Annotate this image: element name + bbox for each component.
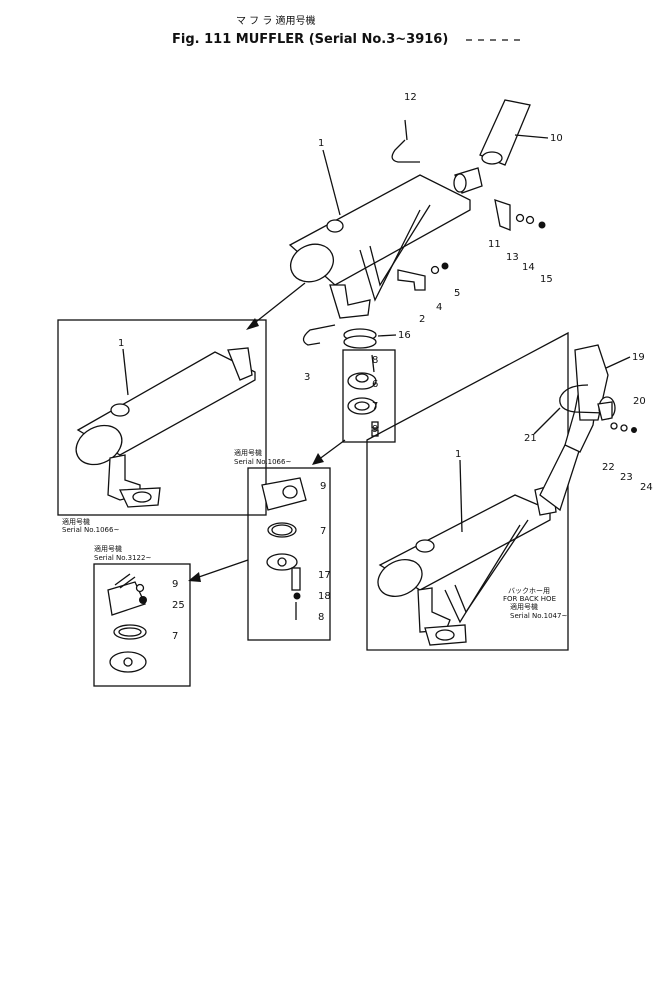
- bracket-20: [597, 401, 613, 421]
- u-bolt-3: [302, 324, 336, 346]
- inset-box-left: [57, 319, 267, 516]
- muffler-left-inset: [75, 347, 256, 508]
- washer-13: [515, 213, 525, 223]
- callout-4: 4: [436, 302, 442, 313]
- callout-1-right: 1: [455, 449, 461, 460]
- flange-assembly-small: [107, 573, 147, 673]
- arrow-to-mid-inset: [317, 439, 346, 461]
- u-bolt-21: [559, 384, 606, 414]
- callout-8-b: 8: [318, 612, 324, 623]
- clamp-16: [343, 328, 377, 349]
- bracket-11: [494, 199, 511, 231]
- callout-8-a: 8: [372, 355, 378, 366]
- callout-9-a: 9: [372, 424, 378, 435]
- tail-pipe-10: [479, 99, 531, 166]
- washer-22: [610, 422, 618, 430]
- callout-2: 2: [419, 314, 425, 325]
- inset-small-serial: Serial No.3122~: [94, 554, 151, 562]
- nut-5: [441, 262, 449, 270]
- figure-title: Fig. 111 MUFFLER (Serial No.3~3916): [172, 32, 448, 47]
- washer-4: [430, 265, 440, 275]
- callout-11: 11: [488, 239, 501, 250]
- callout-21: 21: [524, 433, 537, 444]
- callout-24: 24: [640, 482, 653, 493]
- callout-3: 3: [304, 372, 310, 383]
- inset-box-right: [366, 331, 569, 651]
- inset-right-serial: Serial No.1047~: [510, 612, 567, 620]
- callout-5: 5: [454, 288, 460, 299]
- inset-right-en: FOR BACK HOE: [503, 595, 556, 603]
- callout-16: 16: [398, 330, 411, 341]
- main-muffler: [288, 167, 483, 319]
- callout-12: 12: [404, 92, 417, 103]
- callout-7-a: 7: [372, 401, 378, 412]
- arrow-to-small-inset: [195, 559, 249, 579]
- u-bolt-12: [391, 119, 420, 163]
- bracket-2: [397, 269, 426, 291]
- flange-assembly-top: [347, 354, 379, 437]
- callout-18: 18: [318, 591, 331, 602]
- nut-15: [538, 221, 546, 229]
- callout-15: 15: [540, 274, 553, 285]
- arrow-to-left-inset: [251, 282, 306, 326]
- callout-19: 19: [632, 352, 645, 363]
- callout-7-b: 7: [320, 526, 326, 537]
- inset-right-jp1: バックホー用: [508, 587, 550, 595]
- callout-10: 10: [550, 133, 563, 144]
- inset-left-jp: 適用号機: [62, 517, 90, 526]
- inset-box-small: [93, 563, 191, 687]
- callout-6: 6: [372, 379, 378, 390]
- callout-23: 23: [620, 472, 633, 483]
- callout-20: 20: [633, 396, 646, 407]
- muffler-back-hoe: [377, 484, 557, 646]
- callout-25: 25: [172, 600, 185, 611]
- flange-assembly-middle: [261, 477, 307, 620]
- inset-small-jp: 適用号機: [94, 544, 122, 553]
- callout-7-c: 7: [172, 631, 178, 642]
- callout-17: 17: [318, 570, 331, 581]
- callout-14: 14: [522, 262, 535, 273]
- japanese-title: マ フ ラ 適用号機: [236, 14, 316, 27]
- inset-left-serial: Serial No.1066~: [62, 526, 119, 534]
- inset-middle-serial: Serial No.1066~: [234, 458, 291, 466]
- callout-13: 13: [506, 252, 519, 263]
- inset-right-jp2: 適用号機: [510, 602, 538, 611]
- inset-middle-jp: 適用号機: [234, 448, 262, 457]
- callout-22: 22: [602, 462, 615, 473]
- callout-9-b: 9: [320, 481, 326, 492]
- callout-1-left: 1: [118, 338, 124, 349]
- callout-1: 1: [318, 138, 324, 149]
- nut-24: [631, 427, 637, 433]
- inset-box-flange: [342, 349, 396, 443]
- tail-pipe-19: [539, 344, 616, 512]
- callout-9-c: 9: [172, 579, 178, 590]
- washer-14: [525, 215, 535, 225]
- inset-box-middle: [247, 467, 331, 641]
- washer-23: [620, 424, 628, 432]
